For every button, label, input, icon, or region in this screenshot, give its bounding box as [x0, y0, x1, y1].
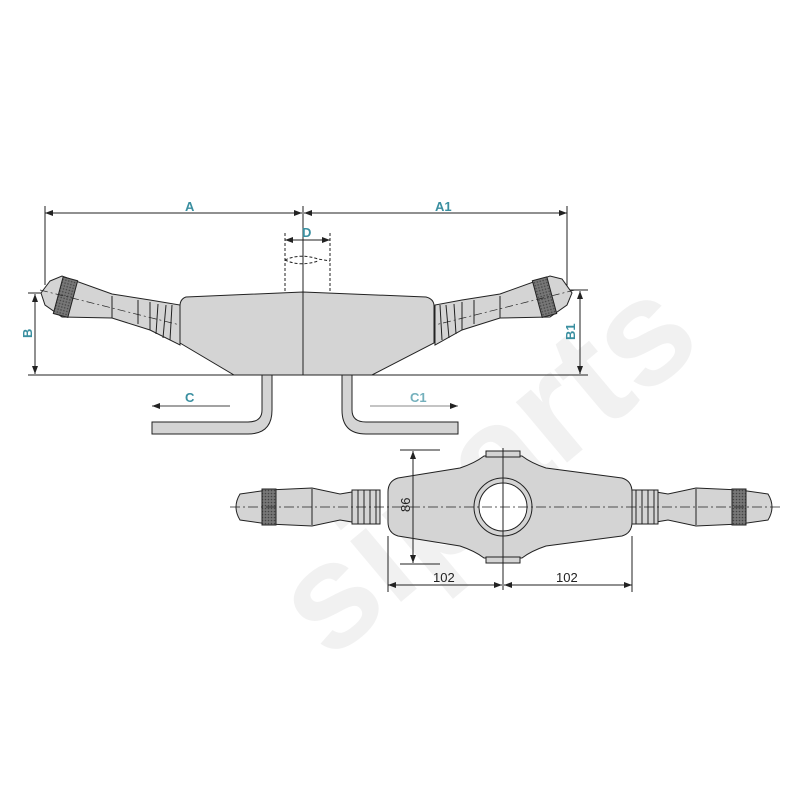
label-b1: B1: [563, 323, 578, 340]
label-a1: A1: [435, 199, 452, 214]
label-c1: C1: [410, 390, 427, 405]
label-102-left: 102: [433, 570, 455, 585]
left-mount: [151, 374, 273, 435]
label-86: 86: [398, 498, 413, 512]
label-b: B: [20, 329, 35, 338]
label-102-right: 102: [556, 570, 578, 585]
left-lever: [39, 275, 181, 346]
right-lever: [434, 275, 576, 346]
label-d: D: [302, 225, 311, 240]
switch-body-side: [179, 291, 435, 376]
label-a: A: [185, 199, 195, 214]
label-c: C: [185, 390, 195, 405]
top-view: [230, 448, 780, 592]
side-view: [28, 206, 588, 435]
right-mount: [341, 374, 459, 435]
